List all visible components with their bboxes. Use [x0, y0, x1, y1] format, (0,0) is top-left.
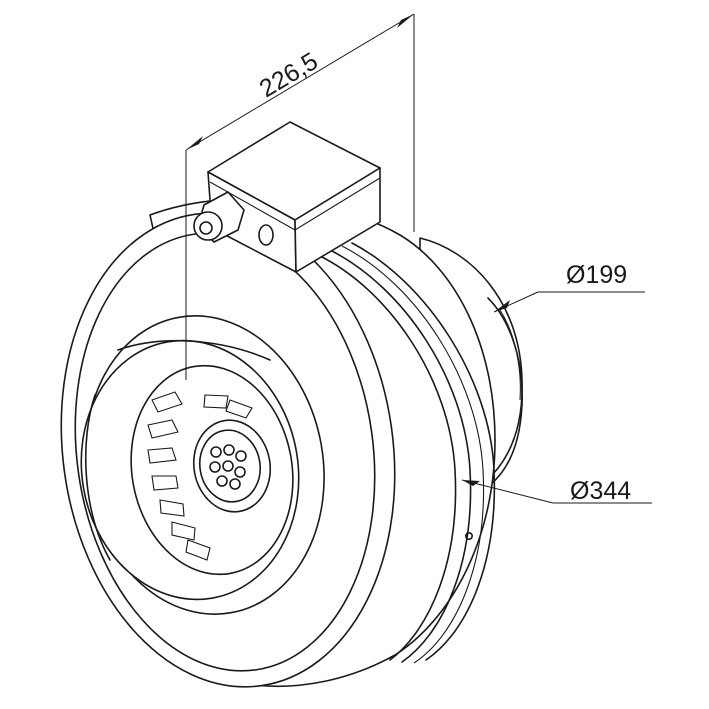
outer-diameter-dimension: Ø344	[461, 477, 652, 505]
outer-diameter-label: Ø344	[570, 477, 631, 505]
length-dimension-label: 226,5	[255, 47, 323, 103]
cable-gland	[193, 191, 245, 243]
inner-diameter-label: Ø199	[566, 261, 627, 289]
inner-diameter-dimension: Ø199	[493, 261, 645, 313]
impeller	[147, 391, 272, 561]
